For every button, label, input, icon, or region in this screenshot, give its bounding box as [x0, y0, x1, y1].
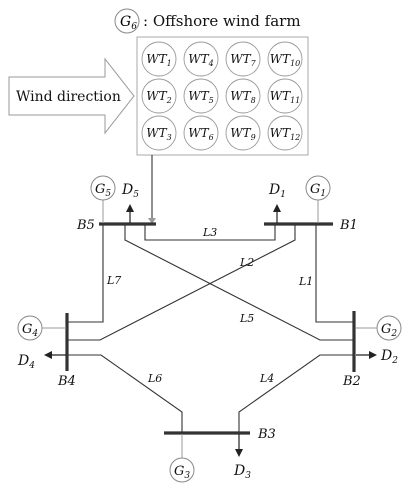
svg-text:G2: G2	[381, 322, 397, 339]
line-l3	[144, 225, 276, 241]
line-l7	[67, 225, 104, 323]
wind-turbine-label: WT5	[188, 89, 213, 105]
svg-text:G3: G3	[174, 464, 190, 481]
line-label-l1: L1	[298, 275, 313, 288]
wind-turbine-label: WT3	[146, 126, 171, 142]
wind-turbine: WT5	[183, 78, 219, 114]
bus-label-b2: B2	[342, 374, 361, 389]
generator-g2: G2	[356, 315, 402, 341]
feeder-arrow-tip	[148, 218, 156, 224]
line-label-l4: L4	[259, 372, 274, 385]
wind-turbine-label: WT11	[270, 89, 301, 105]
svg-text:G1: G1	[310, 182, 326, 199]
bus-label-b1: B1	[339, 218, 358, 233]
wind-turbine: WT11	[267, 78, 303, 114]
wind-turbine-label: WT7	[230, 52, 256, 68]
line-label-l6: L6	[147, 372, 162, 385]
wind-turbine-label: WT4	[188, 52, 213, 68]
load-d1: D1	[268, 182, 286, 223]
generator-g1: G1	[305, 175, 331, 223]
wind-turbine-label: WT2	[146, 89, 171, 105]
svg-text:G4: G4	[22, 322, 38, 339]
wind-turbine: WT4	[183, 41, 219, 77]
line-l6	[67, 354, 183, 433]
bus-label-b3: B3	[257, 427, 276, 442]
wind-turbine: WT2	[141, 78, 177, 114]
offshore-generator-g6: G6	[114, 8, 140, 34]
wind-turbine: WT6	[183, 115, 219, 151]
wind-turbine: WT10	[267, 41, 303, 77]
line-label-l3: L3	[202, 226, 217, 239]
wind-turbine-label: WT8	[230, 89, 255, 105]
load-d5: D5	[121, 182, 139, 223]
wind-turbine-label: WT6	[188, 126, 213, 142]
generator-g3: G3	[169, 434, 195, 483]
line-label-l5: L5	[239, 312, 254, 325]
line-l2	[67, 225, 296, 341]
g6-label: G6	[120, 14, 137, 32]
line-l1	[315, 225, 354, 323]
bus-label-b5: B5	[76, 218, 95, 233]
line-l4	[238, 354, 354, 433]
svg-text:D3: D3	[233, 463, 251, 481]
svg-text:G5: G5	[95, 182, 111, 199]
wind-turbine-label: WT12	[270, 126, 301, 142]
generator-g4: G4	[17, 315, 66, 341]
line-label-l2: L2	[239, 256, 254, 269]
wind-turbine: WT9	[225, 115, 261, 151]
svg-text:D5: D5	[121, 182, 139, 200]
line-label-l7: L7	[106, 274, 121, 287]
line-l5	[124, 225, 354, 341]
wind-turbine: WT3	[141, 115, 177, 151]
generator-g5: G5	[90, 175, 116, 223]
wind-turbine-label: WT10	[270, 52, 301, 68]
wind-turbine: WT7	[225, 41, 261, 77]
wind-turbine-label: WT9	[230, 126, 255, 142]
bus-label-b4: B4	[57, 374, 76, 389]
wind-turbine: WT1	[141, 41, 177, 77]
wind-turbine-label: WT1	[146, 52, 171, 68]
load-d2: D2	[356, 348, 398, 366]
svg-text:D2: D2	[380, 348, 398, 366]
svg-text:D1: D1	[268, 182, 286, 200]
load-d3: D3	[233, 434, 251, 481]
offshore-wind-farm-title: : Offshore wind farm	[143, 12, 301, 30]
wind-turbine: WT12	[267, 115, 303, 151]
wind-direction-label: Wind direction	[16, 89, 121, 105]
svg-text:D4: D4	[17, 353, 35, 371]
wind-direction-arrow: Wind direction	[8, 57, 135, 135]
load-d4: D4	[17, 351, 66, 371]
wind-turbine: WT8	[225, 78, 261, 114]
